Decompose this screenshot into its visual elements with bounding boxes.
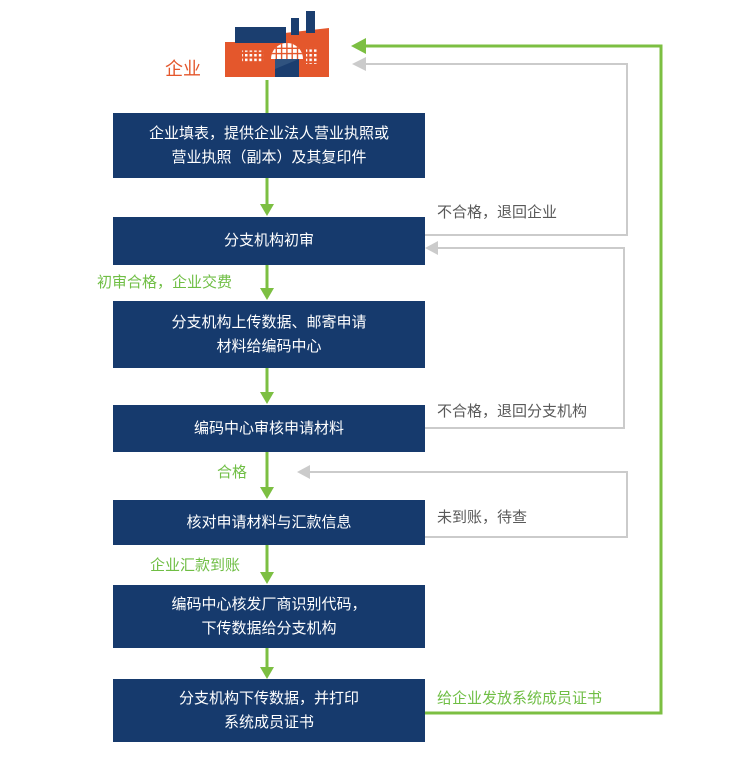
down-arrowhead-icons [260, 204, 274, 679]
flow-step-verify-remittance: 核对申请材料与汇款信息 [113, 500, 425, 545]
arrowhead-down-icon [260, 204, 274, 216]
arrowhead-left-icon [352, 57, 366, 71]
arrowhead-down-icon [260, 572, 274, 584]
label-payment-received: 企业汇款到账 [150, 557, 241, 574]
arrowhead-left-icon [351, 38, 366, 54]
return-path-reject-to-branch [425, 247, 625, 429]
flow-step-enterprise-form: 企业填表，提供企业法人营业执照或 营业执照（副本）及其复印件 [113, 113, 425, 178]
flow-step-branch-print-certificate: 分支机构下传数据，并打印 系统成员证书 [113, 679, 425, 742]
flow-step-branch-upload-mail: 分支机构上传数据、邮寄申请 材料给编码中心 [113, 301, 425, 368]
enterprise-label: 企业 [165, 59, 201, 79]
label-reject-to-branch: 不合格，退回分支机构 [437, 403, 588, 420]
loop-path-payment-pending [310, 471, 628, 538]
label-initial-pass-pay-fee: 初审合格，企业交费 [97, 274, 233, 291]
label-issue-member-certificate: 给企业发放系统成员证书 [437, 690, 603, 707]
label-payment-not-received: 未到账，待查 [437, 509, 528, 526]
arrowhead-down-icon [260, 392, 274, 404]
factory-icon [225, 11, 329, 77]
return-path-reject-to-enterprise [366, 63, 628, 236]
certificate-path-to-enterprise [366, 44, 663, 715]
label-reject-to-enterprise: 不合格，退回企业 [437, 204, 558, 221]
arrowhead-left-icon [425, 241, 438, 255]
arrowhead-down-icon [260, 667, 274, 679]
flow-step-branch-initial-review: 分支机构初审 [113, 217, 425, 265]
arrowhead-left-icon [297, 465, 310, 479]
arrowhead-down-icon [260, 487, 274, 499]
arrowhead-down-icon [260, 288, 274, 300]
flow-step-center-review-materials: 编码中心审核申请材料 [113, 405, 425, 452]
flow-step-center-issue-code: 编码中心核发厂商识别代码， 下传数据给分支机构 [113, 585, 425, 648]
label-qualified: 合格 [217, 464, 248, 481]
